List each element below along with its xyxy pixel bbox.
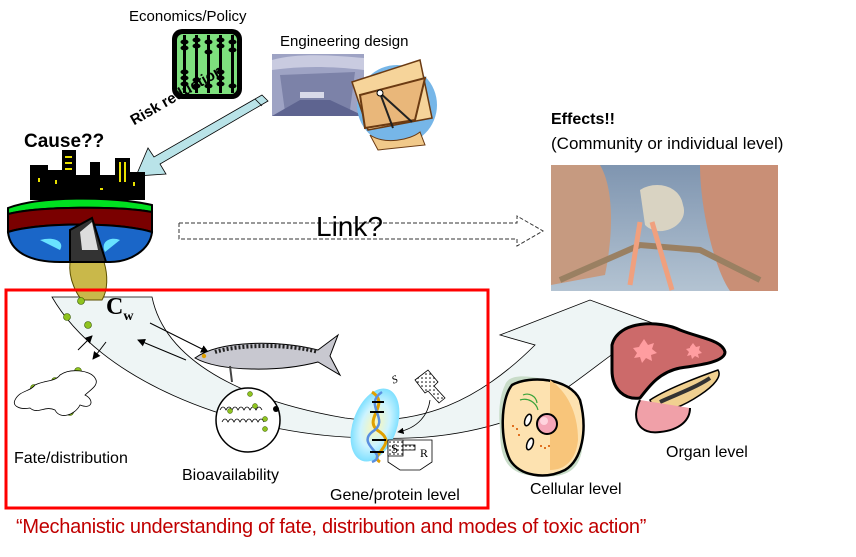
city-pollution-outfall-icon — [6, 150, 154, 301]
cw-concentration-label: Cw — [106, 294, 133, 325]
fish-icon — [194, 333, 342, 383]
deformed-frog-photo — [551, 165, 778, 291]
cellular-level-label: Cellular level — [530, 481, 622, 498]
link-label: Link? — [316, 211, 383, 242]
cw-subscript: w — [123, 308, 134, 324]
partition-arrows — [77, 322, 209, 361]
organ-level-label: Organ level — [666, 444, 748, 461]
risk-reduction-arrow[interactable] — [135, 94, 269, 177]
dissolved-organic-matter-shape — [13, 370, 97, 416]
bioavailability-label: Bioavailability — [182, 467, 279, 484]
effects-subtitle: (Community or individual level) — [551, 134, 784, 153]
gene-protein-level-label: Gene/protein level — [330, 487, 460, 504]
signal-molecule-icon — [397, 369, 446, 435]
liver-pancreas-icon — [610, 322, 727, 434]
link-arrow[interactable] — [178, 215, 545, 247]
economics-policy-label: Economics/Policy — [129, 8, 247, 25]
receptor-s-label: S — [391, 441, 399, 456]
fate-distribution-label: Fate/distribution — [14, 450, 128, 467]
engineering-design-label: Engineering design — [280, 33, 409, 50]
abacus-icon — [172, 29, 242, 99]
cw-main: C — [106, 294, 124, 320]
receptor-r-label: R — [420, 446, 429, 460]
bioavailability-membrane-icon — [215, 387, 281, 453]
receptor-complex-icon — [387, 439, 433, 471]
dna-icon — [350, 388, 400, 464]
cause-label: Cause?? — [24, 131, 105, 152]
footer-quote: “Mechanistic understanding of fate, dist… — [16, 516, 647, 538]
drafting-tools-icon — [351, 59, 437, 151]
effects-title: Effects!! — [551, 111, 616, 128]
dam-icon — [272, 54, 364, 116]
cell-icon — [499, 376, 585, 477]
focus-highlight-box — [4, 288, 490, 510]
